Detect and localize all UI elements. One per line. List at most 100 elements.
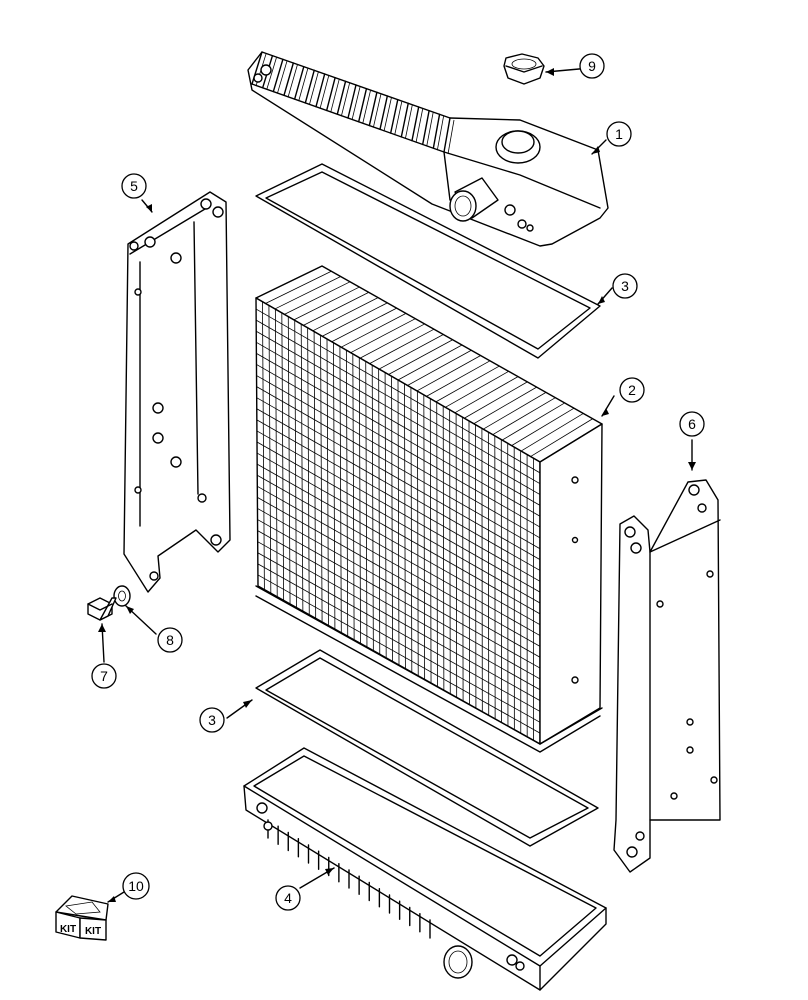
callout-10: 10 bbox=[122, 872, 150, 900]
core-top-fin bbox=[274, 276, 341, 310]
core-top-fin bbox=[539, 423, 603, 463]
core-fin-line bbox=[257, 552, 541, 712]
callout-3-upper-label: 3 bbox=[621, 278, 629, 294]
core-fin-line bbox=[256, 375, 541, 539]
tank-fin bbox=[357, 87, 368, 123]
callout-3-lower: 3 bbox=[199, 707, 225, 733]
core-fin-line bbox=[256, 341, 541, 506]
callout-4-label: 4 bbox=[284, 890, 292, 906]
core-top-fin bbox=[341, 313, 407, 348]
tank-fin bbox=[293, 65, 305, 100]
core-fin-line bbox=[257, 530, 541, 691]
lower-tank bbox=[243, 747, 607, 991]
tank-fin bbox=[347, 84, 357, 119]
core-fin-line bbox=[257, 563, 541, 723]
core-fin-line bbox=[256, 419, 541, 582]
tank-fin-edge bbox=[266, 57, 277, 90]
tank-fin-edge bbox=[308, 72, 319, 105]
upper-gasket bbox=[255, 163, 601, 359]
callout-3-lower-label: 3 bbox=[208, 712, 216, 728]
core-fin-line bbox=[257, 574, 541, 734]
core-fin-line bbox=[256, 386, 541, 550]
callout-1-label: 1 bbox=[615, 126, 623, 142]
core-fin-line bbox=[256, 353, 541, 517]
callout-7: 7 bbox=[91, 663, 117, 689]
callout-1: 1 bbox=[606, 121, 632, 147]
core-fin-line bbox=[256, 408, 541, 571]
callout-2: 2 bbox=[619, 377, 645, 403]
tank-fin-edge bbox=[426, 112, 434, 147]
callout-4: 4 bbox=[275, 885, 301, 911]
upper-tank bbox=[247, 51, 609, 247]
callout-6: 6 bbox=[679, 411, 705, 437]
core-top-fin bbox=[312, 297, 379, 332]
tank-fin-edge bbox=[447, 119, 455, 155]
tank-fin-edge bbox=[404, 105, 413, 139]
tank-fin-edge bbox=[287, 64, 298, 98]
core-top-fin bbox=[473, 386, 537, 425]
callout-3-upper: 3 bbox=[612, 273, 638, 299]
core-fin-line bbox=[256, 441, 541, 604]
core-top-fin bbox=[464, 381, 528, 419]
tank-fin bbox=[421, 109, 430, 146]
left-bracket bbox=[123, 191, 231, 593]
core-fin-line bbox=[256, 364, 541, 528]
tank-fin-edge bbox=[362, 90, 371, 124]
bolt bbox=[87, 597, 117, 621]
tank-fin-edge bbox=[383, 97, 392, 132]
tank-fin-edge bbox=[415, 108, 424, 143]
core-fin-line bbox=[255, 319, 541, 485]
core-top-fin bbox=[520, 413, 584, 452]
core-top-fin bbox=[359, 323, 425, 359]
leader-lines bbox=[98, 67, 696, 903]
tank-fin bbox=[379, 95, 389, 131]
core-fin-line bbox=[257, 541, 541, 701]
core-top-fin bbox=[482, 392, 547, 430]
tank-fin bbox=[272, 58, 284, 93]
tank-fin-edge bbox=[340, 83, 350, 117]
core-top-fin bbox=[445, 370, 509, 408]
tank-fin bbox=[411, 106, 420, 142]
tank-fin-edge bbox=[436, 116, 444, 151]
callout-5-label: 5 bbox=[130, 178, 138, 194]
callout-10-label: 10 bbox=[128, 878, 144, 894]
tank-fin-edge bbox=[394, 101, 403, 136]
tank-fin-edge bbox=[330, 79, 340, 113]
core-fin-line bbox=[256, 452, 541, 615]
core-fin-line bbox=[255, 308, 541, 474]
kit-label-left: KIT bbox=[60, 924, 76, 935]
core-top-fin bbox=[511, 407, 575, 446]
radiator-cap bbox=[503, 53, 545, 85]
core-top-fin bbox=[454, 376, 519, 414]
core-top-fin bbox=[435, 365, 500, 403]
core-fin-line bbox=[256, 397, 541, 560]
core-top-fin bbox=[293, 286, 360, 321]
radiator-core bbox=[255, 265, 603, 753]
core-top-fin bbox=[407, 349, 472, 386]
core-fin-line bbox=[256, 463, 541, 626]
tank-fin bbox=[389, 98, 399, 134]
right-bracket bbox=[613, 479, 721, 873]
tank-fin bbox=[304, 69, 315, 104]
tank-fin bbox=[283, 62, 295, 97]
core-top-fin bbox=[388, 339, 453, 375]
tank-fin bbox=[432, 113, 441, 149]
tank-fin bbox=[315, 73, 326, 108]
core-top-fin bbox=[378, 334, 444, 370]
tank-fin bbox=[325, 76, 336, 112]
kit-label-right: KIT bbox=[85, 926, 101, 937]
tank-fin bbox=[443, 117, 451, 153]
tank-fin-edge bbox=[319, 75, 330, 109]
core-top-fin bbox=[369, 328, 435, 364]
callout-5: 5 bbox=[121, 173, 147, 199]
core-fin-line bbox=[257, 497, 541, 658]
kit-box: KIT KIT bbox=[55, 895, 109, 941]
core-fin-line bbox=[256, 430, 541, 593]
lower-gasket bbox=[255, 649, 599, 847]
callout-9: 9 bbox=[579, 53, 605, 79]
core-top-fin bbox=[416, 355, 481, 392]
core-top-fin bbox=[492, 397, 556, 436]
core-top-fin bbox=[426, 360, 491, 397]
